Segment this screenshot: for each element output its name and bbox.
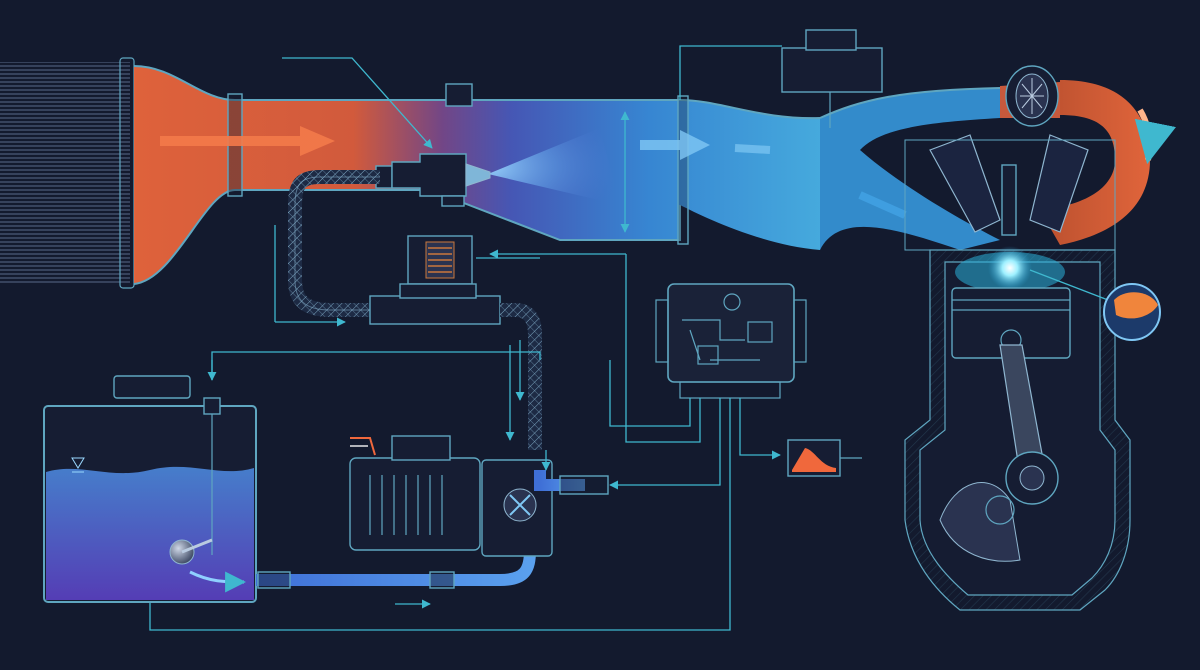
output-indicator <box>787 439 862 477</box>
spark-glow <box>988 246 1032 290</box>
feed-hose-lower <box>500 303 542 450</box>
spray-cone <box>488 128 620 205</box>
manifold-sensor <box>679 29 883 128</box>
injector-nozzle <box>282 57 491 207</box>
engine-cylinder <box>904 134 1131 611</box>
intake-manifold <box>819 87 1001 250</box>
control-unit <box>149 254 807 631</box>
turbocharger <box>1000 65 1176 245</box>
air-intake-filter <box>0 57 135 289</box>
float-level-sensor <box>169 538 247 593</box>
feed-hose-upper <box>288 170 380 317</box>
solenoid-valve <box>369 235 626 325</box>
electric-pump <box>349 340 609 557</box>
fluid-tank <box>43 351 541 603</box>
detail-inset <box>1029 269 1161 341</box>
